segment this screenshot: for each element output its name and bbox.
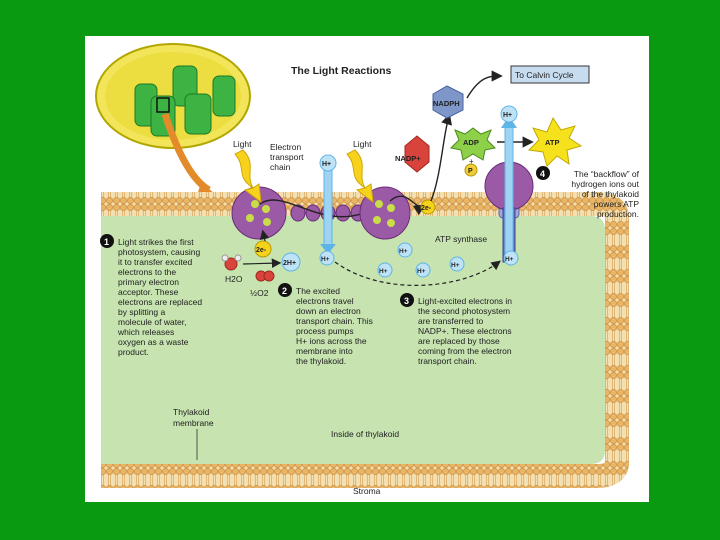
adp-burst: ADP [449, 127, 497, 161]
half-o2-label: ½O2 [250, 288, 269, 298]
svg-text:hydrogen ions out: hydrogen ions out [571, 179, 639, 189]
svg-text:H+: H+ [379, 268, 388, 275]
stroma-label: Stroma [353, 486, 381, 496]
svg-text:NADP+. These electrons: NADP+. These electrons [418, 326, 512, 336]
h-plus-top-chain: H+ [322, 161, 331, 168]
light-reactions-diagram: The Light Reactions Light Light Electron… [95, 43, 640, 496]
step-4: 4 The “backflow” of hydrogen ions out of… [536, 166, 640, 219]
light-arrow-first [234, 149, 262, 204]
svg-text:2: 2 [282, 286, 287, 296]
svg-text:electrons are replaced: electrons are replaced [118, 297, 202, 307]
svg-text:The excited: The excited [296, 286, 340, 296]
svg-text:1: 1 [104, 237, 109, 247]
svg-text:acceptor. These: acceptor. These [118, 287, 179, 297]
h-plus-top-synthase: H+ [503, 112, 512, 119]
svg-text:molecule of water,: molecule of water, [118, 317, 187, 327]
oxygen-molecule [255, 270, 275, 282]
svg-text:of the thylakoid: of the thylakoid [582, 189, 639, 199]
svg-text:by splitting a: by splitting a [118, 307, 166, 317]
svg-text:ATP: ATP [545, 138, 559, 147]
phosphate-label: P [468, 168, 473, 175]
chloroplast [95, 43, 251, 196]
svg-text:down an electron: down an electron [296, 306, 361, 316]
svg-text:electrons travel: electrons travel [296, 296, 354, 306]
thylakoid-membrane [101, 192, 629, 488]
svg-text:To Calvin Cycle: To Calvin Cycle [515, 70, 574, 80]
step-3: 3 Light-excited electrons in the second … [400, 293, 512, 366]
thylakoid-membrane-label-line2: membrane [173, 418, 214, 428]
svg-text:coming from the electron: coming from the electron [418, 346, 512, 356]
to-calvin-cycle-box: To Calvin Cycle [510, 65, 590, 84]
svg-text:H+ ions across the: H+ ions across the [296, 336, 367, 346]
svg-text:The “backflow” of: The “backflow” of [574, 169, 640, 179]
light-arrow-second [346, 149, 374, 204]
light-label-first: Light [233, 139, 252, 149]
svg-text:Light strikes the first: Light strikes the first [118, 237, 194, 247]
svg-text:photosystem, causing: photosystem, causing [118, 247, 200, 257]
svg-text:the thylakoid.: the thylakoid. [296, 356, 346, 366]
svg-text:H+: H+ [417, 268, 426, 275]
inside-thylakoid-label: Inside of thylakoid [331, 429, 399, 439]
thylakoid-lumen [101, 216, 605, 464]
svg-text:transport chain. This: transport chain. This [296, 316, 373, 326]
svg-text:product.: product. [118, 347, 149, 357]
atp-burst: ATP [527, 116, 583, 167]
svg-text:production.: production. [597, 209, 639, 219]
svg-text:H+: H+ [451, 262, 460, 269]
svg-text:which releases: which releases [117, 327, 174, 337]
svg-text:4: 4 [540, 169, 545, 179]
nadph-badge: NADPH [432, 85, 464, 119]
atp-synthase-label: ATP synthase [435, 234, 487, 244]
step-1: 1 Light strikes the first photosystem, c… [100, 234, 202, 357]
svg-text:ADP: ADP [463, 138, 479, 147]
lumen-h-ions: H+ H+ H+ H+ H+ H+ [319, 242, 519, 278]
svg-text:H+: H+ [321, 256, 330, 263]
svg-text:are replaced by those: are replaced by those [418, 336, 500, 346]
etc-label-line1: Electron [270, 142, 301, 152]
two-e-label-second: 2e- [421, 205, 432, 212]
svg-text:H+: H+ [399, 248, 408, 255]
h2o-label: H2O [225, 274, 243, 284]
svg-text:are transferred to: are transferred to [418, 316, 483, 326]
light-label-second: Light [353, 139, 372, 149]
water-molecule [221, 254, 242, 271]
svg-text:oxygen as a waste: oxygen as a waste [118, 337, 189, 347]
svg-text:primary electron: primary electron [118, 277, 179, 287]
etc-label-line2: transport [270, 152, 304, 162]
svg-text:transport chain.: transport chain. [418, 356, 477, 366]
thylakoid-membrane-label-line1: Thylakoid [173, 407, 210, 417]
svg-text:Light-excited electrons in: Light-excited electrons in [418, 296, 512, 306]
diagram-title: The Light Reactions [291, 65, 392, 77]
step-2: 2 The excited electrons travel down an e… [278, 283, 373, 366]
two-h-plus-label: 2H+ [283, 260, 296, 267]
nadp-plus-badge: NADP+ [395, 135, 430, 173]
svg-text:it to transfer excited: it to transfer excited [118, 257, 192, 267]
svg-text:the second photosystem: the second photosystem [418, 306, 510, 316]
etc-label-line3: chain [270, 162, 291, 172]
svg-text:H+: H+ [505, 256, 514, 263]
two-e-label-first: 2e- [256, 247, 267, 254]
plus-sign: + [469, 157, 474, 166]
svg-text:NADP+: NADP+ [395, 154, 421, 163]
svg-text:membrane into: membrane into [296, 346, 353, 356]
svg-text:electrons to the: electrons to the [118, 267, 176, 277]
diagram-slide: The Light Reactions Light Light Electron… [85, 36, 649, 502]
svg-text:3: 3 [404, 296, 409, 306]
svg-text:NADPH: NADPH [433, 99, 460, 108]
svg-text:powers ATP: powers ATP [594, 199, 640, 209]
svg-text:process pumps: process pumps [296, 326, 354, 336]
